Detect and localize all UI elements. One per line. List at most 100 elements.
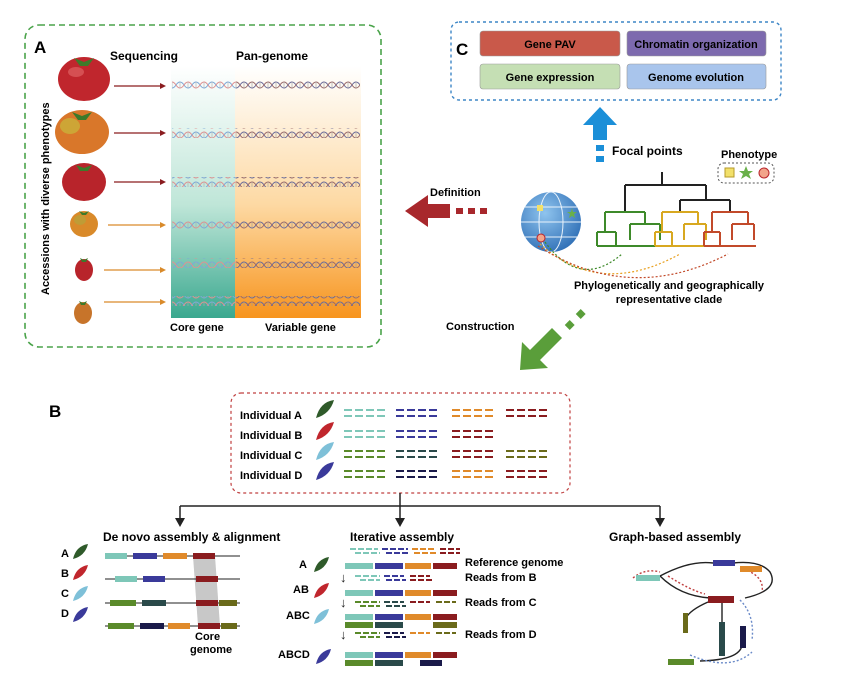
leaf-icon [314, 583, 329, 598]
definition-label: Definition [430, 187, 481, 199]
clade-label-line1: Phylogenetically and geographically [574, 280, 765, 292]
leaf-icon [316, 649, 331, 664]
panel-c: C Gene PAV Chromatin organization Gene e… [450, 21, 782, 101]
denovo-label: D [61, 608, 69, 620]
reads-c-label: Reads from C [465, 597, 537, 609]
pangenome-label: Pan-genome [236, 49, 308, 63]
globe-icon [521, 191, 581, 253]
denovo-diagram [105, 553, 240, 629]
individual-label: Individual C [240, 450, 302, 462]
dna-strand [236, 258, 360, 268]
svg-text:↓: ↓ [340, 570, 347, 585]
iter-label: A [299, 559, 307, 571]
individual-row: Individual D [240, 462, 550, 482]
variable-gene-label: Variable gene [265, 322, 336, 334]
svg-text:↓: ↓ [340, 627, 347, 642]
focal-arrow [583, 107, 617, 162]
leaf-icon [316, 442, 334, 460]
dna-strand [172, 177, 236, 187]
individual-label: Individual B [240, 430, 302, 442]
individual-label: Individual A [240, 410, 302, 422]
graph-title: Graph-based assembly [609, 530, 741, 544]
gene-pav-box [479, 30, 621, 57]
iterative-title: Iterative assembly [350, 530, 454, 544]
denovo-title: De novo assembly & alignment [103, 530, 280, 544]
link-arrows [537, 241, 729, 279]
dna-strand [236, 81, 360, 91]
gene-expression-label: Gene expression [506, 72, 595, 84]
phenotype-label: Phenotype [721, 149, 777, 161]
reads-d-label: Reads from D [465, 629, 537, 641]
individual-row: Individual C [240, 442, 550, 462]
iter-label: AB [293, 584, 309, 596]
leaf-icon [73, 607, 88, 622]
square-icon [724, 167, 735, 178]
dna-strands [172, 81, 360, 306]
construction-label: Construction [446, 321, 515, 333]
dna-strand [172, 220, 236, 230]
definition-arrow [405, 195, 487, 227]
leaf-icon [316, 462, 334, 480]
core-gene-label: Core gene [170, 322, 224, 334]
phenotype-legend [717, 162, 775, 184]
variable-gene-region [235, 66, 361, 318]
dna-strand [236, 128, 360, 138]
svg-text:↓: ↓ [340, 595, 347, 610]
tomato-icon [55, 110, 109, 154]
leaf-icon [73, 565, 88, 580]
individual-label: Individual D [240, 470, 302, 482]
branch-connector [175, 493, 665, 527]
reference-genome-label: Reference genome [465, 557, 563, 569]
graph-diagram [632, 560, 773, 665]
individual-row: Individual B [240, 422, 496, 442]
tomato-icon [75, 258, 93, 281]
phylogenetic-tree [596, 172, 756, 247]
gene-expression-box [479, 63, 621, 90]
leaf-icon [316, 422, 334, 440]
core-genome-label: Core [195, 631, 220, 643]
gene-pav-label: Gene PAV [524, 39, 576, 51]
panel-c-border [450, 21, 782, 101]
construction-arrow [520, 309, 586, 370]
tomato-icon [70, 211, 98, 237]
clade-label-line2: representative clade [616, 294, 722, 306]
dna-strand [236, 296, 360, 306]
panel-c-letter: C [456, 40, 468, 59]
genome-evolution-box [626, 63, 767, 90]
leaf-icon [316, 400, 334, 418]
dna-strand [172, 258, 236, 268]
denovo-label: B [61, 568, 69, 580]
sequencing-label: Sequencing [110, 49, 178, 63]
individual-row: Individual A [240, 400, 550, 422]
focal-points-label: Focal points [612, 144, 683, 158]
leaf-icon [314, 557, 329, 572]
tomato-icon [58, 57, 110, 101]
iter-label: ABCD [278, 649, 310, 661]
genome-evolution-label: Genome evolution [648, 72, 744, 84]
accessions-label: Accessions with diverse phenotypes [40, 102, 52, 295]
iter-label: ABC [286, 610, 310, 622]
sequencing-arrows [104, 83, 166, 305]
core-gene-region [171, 66, 235, 318]
denovo-label: C [61, 588, 69, 600]
iterative-diagram: ↓ ↓ ↓ [340, 548, 460, 666]
tomato-icon [62, 163, 106, 201]
chromatin-box [626, 30, 767, 57]
denovo-label: A [61, 548, 69, 560]
dna-strand [236, 177, 360, 187]
circle-icon [758, 167, 770, 179]
star-icon [739, 166, 753, 179]
dna-strand [172, 81, 236, 91]
leaf-icon [73, 544, 88, 559]
chromatin-label: Chromatin organization [634, 39, 758, 51]
reads-b-label: Reads from B [465, 572, 537, 584]
panel-a-letter: A [34, 38, 46, 57]
leaf-icon [73, 586, 88, 601]
dna-strand [172, 296, 236, 306]
panel-a-border [24, 24, 382, 348]
panel-a: A Accessions with diverse phenotypes Seq… [24, 24, 382, 348]
leaf-icon [314, 609, 329, 624]
dna-strand [236, 220, 360, 230]
panel-b-letter: B [49, 402, 61, 421]
